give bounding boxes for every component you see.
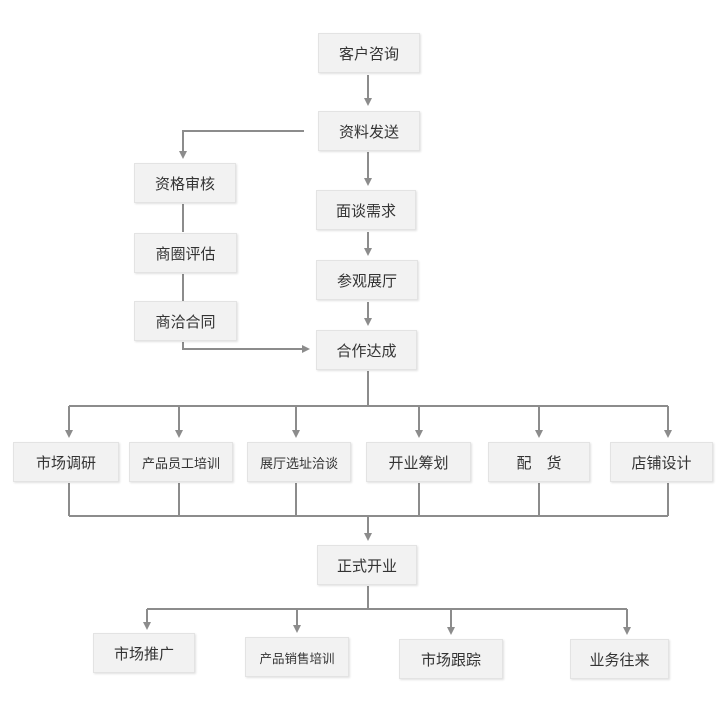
step-product-staff-training: 产品员工培训 [129,442,233,482]
step-distribution: 配 货 [488,442,590,482]
step-cooperation-reached: 合作达成 [316,330,417,370]
step-send-materials: 资料发送 [318,111,420,151]
step-interview: 面谈需求 [316,190,416,230]
step-sales-training: 产品销售培训 [245,637,349,677]
step-grand-opening: 正式开业 [317,545,417,585]
step-contract-negotiation: 商洽合同 [134,301,237,341]
step-showroom-site-selection: 展厅选址洽谈 [247,442,351,482]
step-trade-area-eval: 商圈评估 [134,233,237,273]
step-opening-planning: 开业筹划 [366,442,471,482]
step-business-contact: 业务往来 [570,639,669,679]
arrow-send-to-qualification [179,130,304,159]
arrow-negotiation-to-cooperation [182,342,310,353]
step-market-research: 市场调研 [13,442,119,482]
step-qualification-review: 资格审核 [134,163,236,203]
step-market-tracking: 市场跟踪 [399,639,503,679]
step-store-design: 店铺设计 [610,442,713,482]
step-market-promotion: 市场推广 [93,633,195,673]
step-visit-showroom: 参观展厅 [316,260,418,300]
step-customer-consult: 客户咨询 [318,33,420,73]
